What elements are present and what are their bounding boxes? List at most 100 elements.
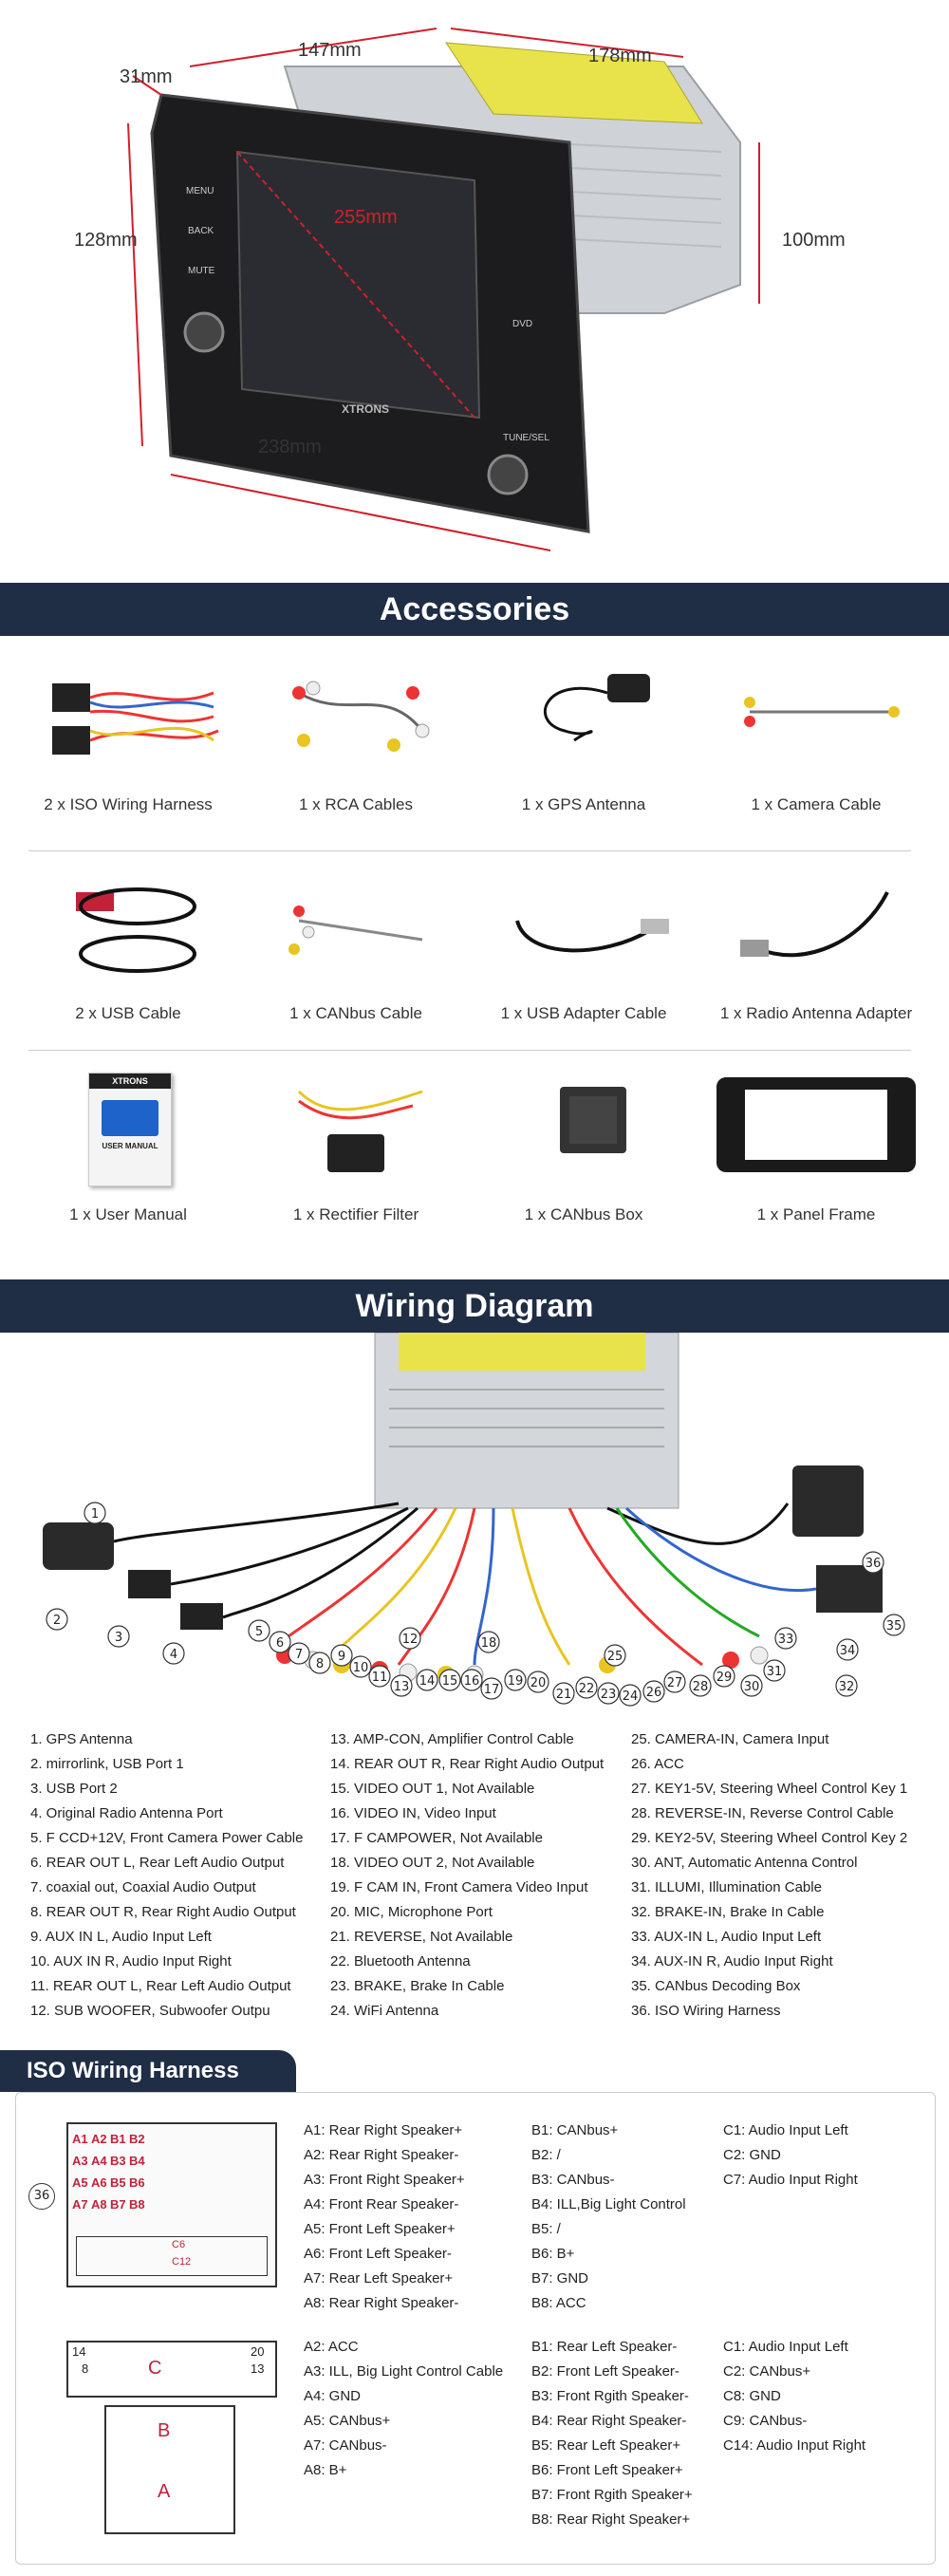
iso-pin-desc: A5: CANbus+ [304,2413,391,2429]
iso-connector-1: A1 A2 B1 B2 A3 A4 B3 B4 A5 A6 B5 B6 A7 A… [66,2122,277,2287]
callout-32: 32 [835,1674,858,1697]
wiring-item: 10. AUX IN R, Audio Input Right [30,1953,232,1969]
iso-pin-desc: C2: GND [723,2147,781,2163]
iso-pin-desc: B8: ACC [531,2295,586,2311]
iso-pin-desc: A3: ILL, Big Light Control Cable [304,2363,504,2380]
wiring-item: 19. F CAM IN, Front Camera Video Input [330,1879,588,1895]
callout-22: 22 [575,1676,598,1699]
iso-pin-desc: B1: CANbus+ [531,2122,619,2138]
pin-label: B7 [110,2197,126,2212]
pin-label: B5 [110,2175,126,2190]
svg-text:23: 23 [601,1688,617,1702]
iso-pin-desc: A5: Front Left Speaker+ [304,2221,456,2237]
iso-pin-desc: C8: GND [723,2388,781,2404]
callout-28: 28 [689,1674,712,1697]
iso-pin-desc: B7: Front Rgith Speaker+ [531,2487,693,2503]
wiring-item: 32. BRAKE-IN, Brake In Cable [631,1904,825,1920]
svg-text:33: 33 [778,1633,794,1647]
pin-label: A7 [72,2197,88,2212]
pin-label: A3 [72,2154,88,2168]
svg-text:31: 31 [767,1665,783,1679]
callout-26: 26 [642,1680,665,1703]
callout-33: 33 [774,1627,797,1650]
callout-10: 10 [349,1655,372,1678]
callout-19: 19 [504,1669,527,1691]
user-manual-image: XTRONS USER MANUAL [88,1073,172,1186]
callout-30: 30 [740,1674,763,1697]
wiring-item: 2. mirrorlink, USB Port 1 [30,1756,184,1772]
iso-pin-desc: C9: CANbus- [723,2413,808,2429]
wiring-item: 6. REAR OUT L, Rear Left Audio Output [30,1855,285,1871]
dim-screen: 255mm [334,207,398,228]
svg-text:17: 17 [484,1683,500,1697]
wiring-item: 25. CAMERA-IN, Camera Input [631,1731,829,1747]
iso-pin-desc: C2: CANbus+ [723,2363,811,2380]
accessory-radio-antenna-adapter: 1 x Radio Antenna Adapter [698,864,935,1035]
usb-adapter-image [515,919,669,953]
accessory-label: 1 x GPS Antenna [521,795,646,813]
svg-text:19: 19 [508,1674,524,1689]
iso-connector-2: 14 20 8 C 13 B A [66,2341,277,2534]
pin-label: B2 [129,2132,145,2146]
svg-text:18: 18 [481,1636,497,1651]
svg-text:6: 6 [276,1636,284,1651]
svg-text:28: 28 [693,1680,709,1694]
back-button-label: BACK [188,226,214,236]
iso-a-column: A1: Rear Right Speaker+ A2: Rear Right S… [304,2119,465,2316]
unit-brand-logo: XTRONS [342,402,390,416]
callout-24: 24 [619,1684,642,1707]
svg-text:29: 29 [716,1671,733,1685]
iso-b-column: B1: CANbus+ B2: / B3: CANbus- B4: ILL,Bi… [531,2119,686,2316]
pin-label: A1 [72,2132,88,2146]
wiring-item: 11. REAR OUT L, Rear Left Audio Output [30,1978,291,1994]
svg-text:4: 4 [170,1648,177,1662]
svg-text:24: 24 [623,1689,639,1704]
accessory-label: 1 x Camera Cable [751,795,882,813]
svg-text:25: 25 [607,1650,623,1664]
menu-button-label: MENU [186,186,214,196]
accessory-label: 1 x Panel Frame [756,1205,876,1223]
wiring-item: 17. F CAMPOWER, Not Available [330,1830,543,1846]
iso-b2-column: B1: Rear Left Speaker- B2: Front Left Sp… [531,2335,693,2532]
usb-cable-image [76,887,196,973]
callout-34: 34 [836,1638,859,1661]
wiring-item: 36. ISO Wiring Harness [631,2003,781,2019]
svg-text:35: 35 [886,1619,902,1633]
accessories-header: Accessories [0,583,949,636]
pin-label: A2 [91,2132,107,2146]
rca-cables-image [292,681,430,752]
callout-8: 8 [308,1652,331,1674]
accessory-label: 1 x Rectifier Filter [292,1205,419,1223]
callout-12: 12 [399,1627,421,1650]
wiring-diagram-figure: 1 2 3 4 5 6 7 8 9 10 11 12 13 14 15 16 1… [0,1332,949,1722]
iso-c-plug: 14 20 8 C 13 [66,2341,277,2398]
pin-label: A6 [91,2175,107,2190]
dvd-button-label: DVD [512,319,533,329]
svg-text:27: 27 [667,1676,683,1690]
iso-pin-grid: A1 A2 B1 B2 A3 A4 B3 B4 A5 A6 B5 B6 A7 A… [72,2132,148,2212]
iso-pin-desc: B3: CANbus- [531,2172,615,2188]
pin-label: B4 [129,2154,145,2168]
callout-14: 14 [416,1669,438,1691]
svg-text:16: 16 [464,1674,480,1689]
pin-label: B3 [110,2154,126,2168]
svg-text:9: 9 [338,1650,345,1664]
dim-height-left: 128mm [74,230,138,251]
svg-text:21: 21 [556,1688,572,1702]
wiring-item: 1. GPS Antenna [30,1731,133,1747]
svg-text:5: 5 [255,1625,263,1639]
canbus-cable-image [288,905,423,955]
callout-16: 16 [460,1669,483,1691]
wiring-item: 34. AUX-IN R, Audio Input Right [631,1953,833,1969]
pin-label: B1 [110,2132,126,2146]
iso-pin-desc: B3: Front Rgith Speaker- [531,2388,689,2404]
svg-text:32: 32 [839,1680,855,1694]
accessory-usb-cable: 2 x USB Cable [9,864,247,1035]
panel-frame-image [716,1077,916,1172]
wiring-item: 5. F CCD+12V, Front Camera Power Cable [30,1830,304,1846]
iso-pin-desc: B8: Rear Right Speaker+ [531,2511,691,2528]
wiring-item: 30. ANT, Automatic Antenna Control [631,1855,858,1871]
iso-pin-desc: B4: ILL,Big Light Control [531,2196,686,2212]
svg-text:26: 26 [646,1686,662,1700]
pin-label: 13 [251,2361,265,2376]
